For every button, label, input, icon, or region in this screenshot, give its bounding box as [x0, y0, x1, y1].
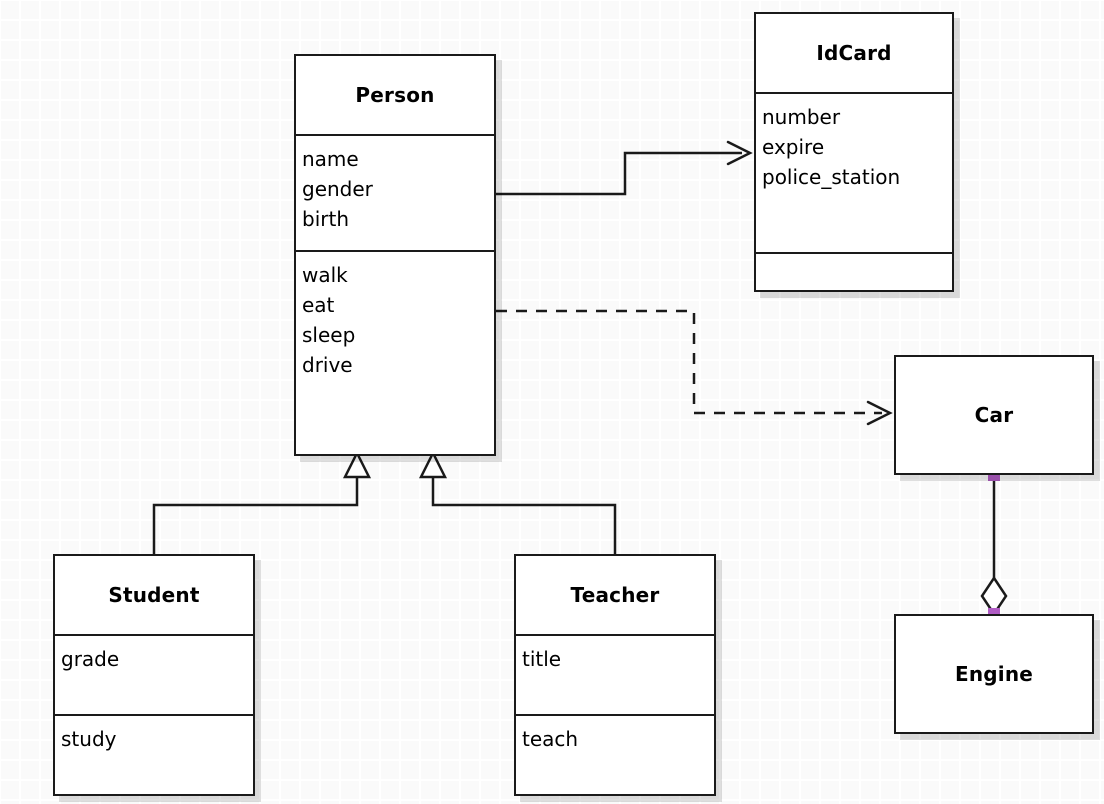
methods-student: study [55, 714, 253, 794]
methods-teacher: teach [516, 714, 714, 794]
attribute-item: name [302, 147, 359, 171]
class-box-idcard[interactable]: IdCard number expire police_station [754, 12, 954, 292]
attribute-item: expire [762, 135, 825, 159]
class-name-person: Person [355, 83, 435, 107]
association-person-idcard[interactable] [496, 140, 753, 196]
method-item: study [61, 727, 117, 751]
attributes-person: name gender birth [296, 134, 494, 250]
generalization-teacher-person[interactable] [418, 450, 617, 554]
attribute-item: number [762, 105, 841, 129]
attribute-item: police_station [762, 165, 901, 189]
attribute-item: gender [302, 177, 373, 201]
class-name-student: Student [108, 583, 200, 607]
class-name-idcard: IdCard [816, 41, 892, 65]
class-name-teacher: Teacher [570, 583, 660, 607]
method-item: walk [302, 263, 348, 287]
method-item: drive [302, 353, 353, 377]
attribute-item: title [522, 647, 562, 671]
aggregation-car-engine[interactable] [980, 475, 1008, 617]
methods-person: walk eat sleep drive [296, 250, 494, 454]
dependency-person-car[interactable] [496, 309, 893, 426]
attribute-item: birth [302, 207, 349, 231]
method-item: eat [302, 293, 335, 317]
generalization-student-person[interactable] [152, 450, 372, 554]
methods-idcard [756, 252, 952, 290]
class-box-engine[interactable]: Engine [894, 614, 1094, 734]
class-box-car[interactable]: Car [894, 355, 1094, 475]
attributes-student: grade [55, 634, 253, 714]
class-name-car: Car [974, 403, 1014, 427]
class-name-engine: Engine [954, 662, 1034, 686]
attribute-item: grade [61, 647, 120, 671]
method-item: sleep [302, 323, 356, 347]
class-box-teacher[interactable]: Teacher title teach [514, 554, 716, 796]
attributes-teacher: title [516, 634, 714, 714]
attributes-idcard: number expire police_station [756, 92, 952, 252]
class-box-student[interactable]: Student grade study [53, 554, 255, 796]
method-item: teach [522, 727, 579, 751]
class-box-person[interactable]: Person name gender birth walk eat sleep … [294, 54, 496, 456]
